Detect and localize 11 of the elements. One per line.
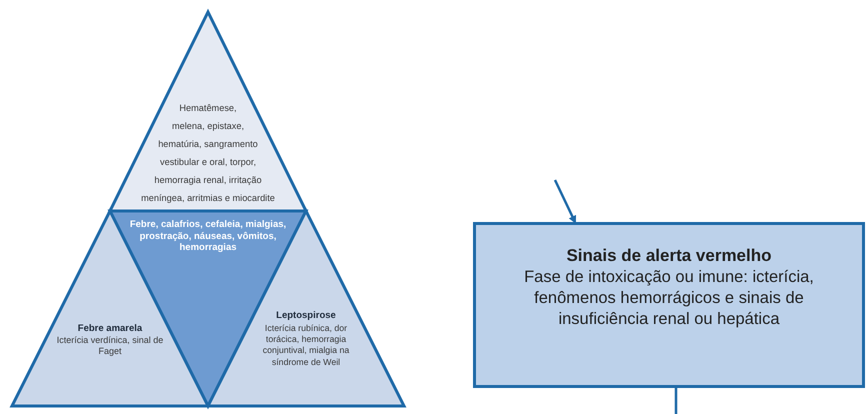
alert-box	[473, 222, 865, 388]
connector-line	[674, 388, 678, 414]
triangle-heading: Leptospirose	[275, 310, 337, 322]
box-heading: Sinais de alerta vermelho	[565, 245, 773, 267]
box-text: Fase de intoxicação ou imune: icterícia, fenômenos hemorrágicos e sinais de insuficiência renal ou hepática	[523, 267, 815, 330]
triangle-text: Febre, calafrios, cefaleia, mialgias, prostração, náuseas, vômitos, hemorragias	[128, 219, 288, 254]
triangle-text: Icterícia rubínica, dor torácica, hemorragia conjuntival, mialgia na síndrome de Weil	[262, 323, 350, 368]
triangle-text: Hematêmese, melena, epistaxe, hematúria, sangramento vestibular e oral, torpor, hemorragia renal, irritação meníngea, arritmias e miocardite	[141, 103, 275, 203]
arrow	[554, 179, 576, 224]
triangle-text: Icterícia verdínica, sinal de Faget	[56, 335, 164, 357]
triangle-heading: Febre amarela	[76, 323, 144, 335]
